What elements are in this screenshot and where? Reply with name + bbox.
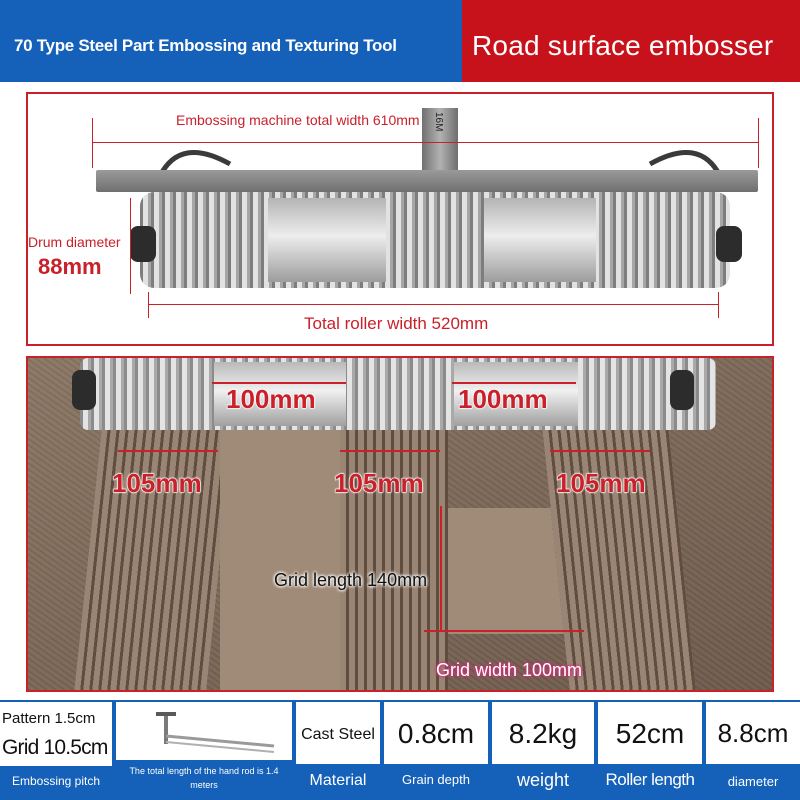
- drum-end-cap-left: [130, 226, 156, 262]
- closeup-sleeve-left: [214, 362, 346, 426]
- diameter-cell: [706, 702, 800, 764]
- total-width-line: [92, 142, 758, 143]
- groove-band-middle: [340, 428, 448, 690]
- depth-cell: [384, 702, 488, 764]
- material-label: Material: [309, 772, 367, 789]
- pitch-label: Embossing pitch: [11, 774, 101, 788]
- length-label: Roller length: [605, 770, 695, 789]
- hand-rod-illustration: [156, 712, 275, 753]
- header-left-title: 70 Type Steel Part Embossing and Texturi…: [14, 36, 397, 55]
- groove-left-label: 105mm: [112, 468, 203, 499]
- groove-right-label: 105mm: [556, 468, 647, 499]
- handle-loops: [157, 149, 723, 178]
- depth-value: 0.8cm: [397, 718, 475, 749]
- weight-label: weight: [516, 770, 570, 790]
- length-cell: [598, 702, 702, 764]
- weight-value: 8.2kg: [508, 718, 578, 749]
- material-cell: [296, 702, 380, 764]
- header-right-title: Road surface embosser: [472, 30, 774, 61]
- total-width-tick-right: [758, 118, 759, 168]
- closeup-sleeve-right: [454, 362, 578, 426]
- rod-note: The total length of the hand rod is 1.4 …: [129, 766, 279, 790]
- pattern-text: Pattern 1.5cm: [2, 710, 96, 727]
- drum-smooth-sleeve-right: [484, 198, 596, 282]
- grid-width-label: Grid width 100mm: [436, 660, 583, 680]
- material-value: Cast Steel: [301, 726, 375, 743]
- drum-end-cap-right: [716, 226, 742, 262]
- grid-length-label: Grid length 140mm: [274, 570, 428, 590]
- weight-cell: [492, 702, 594, 764]
- drum-diameter-value: 88mm: [38, 254, 102, 279]
- groove-left-line: [118, 450, 218, 452]
- groove-mid-line: [340, 450, 440, 452]
- sleeve-right-line: [452, 382, 576, 384]
- pattern-cell: [0, 702, 112, 766]
- diameter-value: 8.8cm: [717, 718, 789, 748]
- drum-smooth-sleeve-left: [268, 198, 386, 282]
- flat-panel-left: [220, 428, 340, 690]
- groove-right-line: [550, 450, 650, 452]
- groove-mid-label: 105mm: [334, 468, 425, 499]
- mounting-plate: [96, 170, 758, 192]
- road-surface-photo: [26, 356, 774, 692]
- handle-post: [422, 108, 458, 172]
- diameter-line: [130, 198, 131, 294]
- roller-closeup: [80, 358, 716, 430]
- sleeve-left-line: [212, 382, 346, 384]
- closeup-end-cap-right: [670, 370, 694, 410]
- closeup-end-cap-left: [72, 370, 96, 410]
- depth-label: Grain depth: [402, 772, 470, 787]
- grid-text: Grid 10.5cm: [2, 736, 108, 759]
- roller-width-line: [148, 304, 718, 305]
- length-value: 52cm: [615, 718, 685, 749]
- header-red-panel: [462, 0, 800, 82]
- roller-width-tick-right: [718, 292, 719, 318]
- grid-length-line: [440, 506, 442, 632]
- roller-width-label: Total roller width 520mm: [304, 314, 489, 333]
- sleeve-right-label: 100mm: [458, 384, 549, 415]
- grid-width-line: [424, 630, 584, 632]
- embossing-drum: [140, 192, 730, 288]
- total-width-tick-left: [92, 118, 93, 168]
- diameter-label: diameter: [727, 774, 779, 789]
- drum-diameter-label: Drum diameter: [28, 234, 121, 250]
- sleeve-left-label: 100mm: [226, 384, 317, 415]
- post-marking: 16M: [433, 112, 444, 132]
- total-width-label: Embossing machine total width 610mm: [174, 112, 422, 128]
- roller-width-tick-left: [148, 292, 149, 318]
